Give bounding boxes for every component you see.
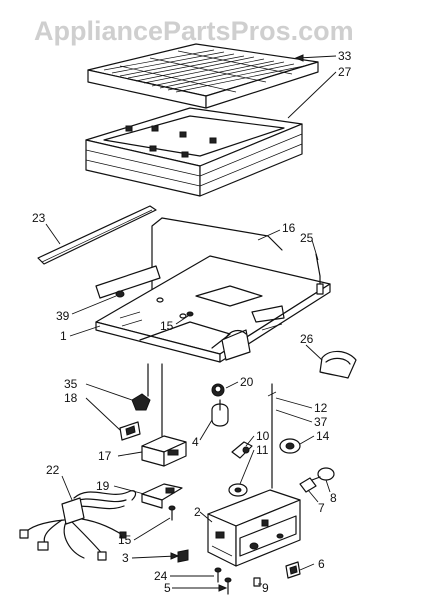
part-1-main-panel: [95, 255, 331, 363]
callout-35: 35: [64, 377, 78, 391]
callout-7: 7: [318, 501, 325, 515]
part-20-grommet: [211, 383, 225, 397]
part-3-clip: [177, 549, 189, 563]
part-22-wiring-harness: [19, 490, 137, 561]
callout-22: 22: [46, 463, 60, 477]
callout-15-lower: 15: [118, 533, 132, 547]
callout-24: 24: [154, 569, 168, 583]
part-25-sensor: [315, 253, 324, 295]
callout-37: 37: [314, 415, 328, 429]
part-39-bracket: [115, 290, 125, 298]
part-27-frame: [85, 107, 303, 197]
part-15-upper-screw: [186, 311, 194, 317]
watermark-text: AppliancePartsPros.com: [34, 16, 354, 46]
callout-11: 11: [256, 443, 269, 457]
callout-15-upper: 15: [160, 319, 174, 333]
part-24-screw: [214, 567, 222, 583]
part-26-cover: [319, 350, 357, 379]
part-19-bracket: [141, 483, 183, 509]
callout-8: 8: [330, 491, 337, 505]
callout-19: 19: [96, 479, 110, 493]
part-6-cap: [285, 561, 301, 579]
callout-16: 16: [282, 221, 296, 235]
callout-18: 18: [64, 391, 78, 405]
callout-3: 3: [122, 551, 129, 565]
callout-20: 20: [240, 375, 254, 389]
callout-25: 25: [300, 231, 314, 245]
part-23-strip: [37, 205, 157, 265]
part-4-fitting: [211, 399, 229, 427]
part-17-control-box: [141, 363, 187, 467]
callout-33: 33: [338, 49, 352, 63]
callout-27: 27: [338, 65, 352, 79]
callout-5: 5: [164, 581, 171, 595]
part-11-gear: [228, 483, 248, 497]
leader-lines: [45, 54, 337, 592]
part-7-clip: [299, 477, 317, 493]
callout-9: 9: [262, 581, 269, 595]
callout-12: 12: [314, 401, 328, 415]
part-15-lower-screw: [168, 505, 176, 521]
part-35-light-socket: [131, 363, 151, 411]
callout-23: 23: [32, 211, 46, 225]
part-8-bulb: [311, 467, 335, 481]
part-14-knob: [279, 438, 301, 454]
part-2-base-housing: [207, 489, 301, 567]
part-10-bracket: [231, 441, 253, 459]
part-9-plug: [253, 577, 261, 587]
callout-labels: 33 27 23 16 25 39 15 1 26 35 18 20 12 37…: [32, 49, 352, 595]
part-33-shelf-grille: [87, 43, 319, 109]
callout-17: 17: [98, 449, 112, 463]
callout-26: 26: [300, 332, 314, 346]
callout-2: 2: [194, 505, 201, 519]
callout-4: 4: [192, 435, 199, 449]
callout-39: 39: [56, 309, 70, 323]
part-12-rod: [267, 383, 277, 489]
part-18-switch: [119, 421, 141, 441]
part-5-screw: [224, 577, 232, 595]
callout-10: 10: [256, 429, 270, 443]
callout-1: 1: [60, 329, 67, 343]
callout-14: 14: [316, 429, 330, 443]
callout-6: 6: [318, 557, 325, 571]
